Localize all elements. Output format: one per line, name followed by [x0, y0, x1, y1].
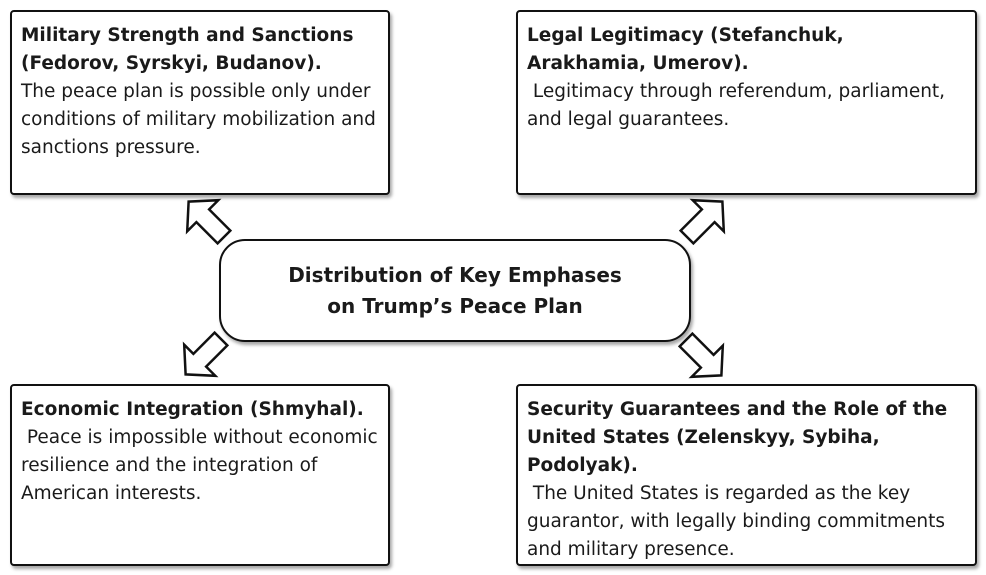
arrow-to-legal-box — [678, 198, 726, 246]
arrow-to-military-box — [185, 198, 233, 246]
legal-legitimacy-box: Legal Legitimacy (Stefanchuk, Arakhamia,… — [516, 10, 977, 195]
legal-legitimacy-title: Legal Legitimacy (Stefanchuk, Arakhamia,… — [527, 25, 844, 74]
military-strength-title: Military Strength and Sanctions (Fedorov… — [21, 25, 354, 74]
central-topic-line-1: Distribution of Key Emphases — [288, 262, 622, 287]
arrow-to-security-box — [677, 331, 725, 379]
economic-integration-title: Economic Integration (Shmyhal). — [21, 399, 364, 420]
security-guarantees-text: The United States is regarded as the key… — [527, 483, 951, 560]
security-guarantees-title: Security Guarantees and the Role of the … — [527, 399, 948, 476]
economic-integration-box: Economic Integration (Shmyhal). Peace is… — [10, 384, 390, 566]
military-strength-text: The peace plan is possible only under co… — [21, 81, 382, 158]
central-topic-box: Distribution of Key Emphases on Trump’s … — [219, 239, 691, 342]
legal-legitimacy-text: Legitimacy through referendum, parliamen… — [527, 81, 951, 130]
arrow-to-economic-box — [182, 330, 230, 378]
security-guarantees-box: Security Guarantees and the Role of the … — [516, 384, 977, 566]
military-strength-box: Military Strength and Sanctions (Fedorov… — [10, 10, 390, 195]
economic-integration-text: Peace is impossible without economic res… — [21, 427, 384, 504]
central-topic-line-2: on Trump’s Peace Plan — [327, 293, 583, 318]
